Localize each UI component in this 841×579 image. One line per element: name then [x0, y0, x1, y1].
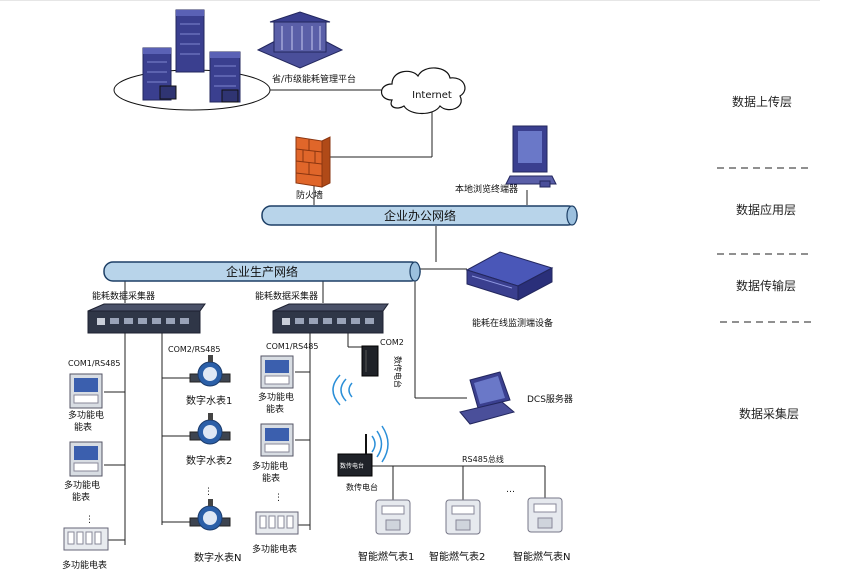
government-building-icon	[256, 11, 344, 69]
connection-lines	[104, 89, 546, 545]
water-meter-icon-1	[189, 355, 231, 387]
gas-meter-icon-2	[445, 499, 481, 535]
power-meter-icon-5	[260, 423, 294, 457]
water-meter-icon-2	[189, 413, 231, 445]
radio-vertical-label: 数传电台	[393, 356, 403, 388]
rs485-bus-label: RS485总线	[462, 454, 504, 464]
layer-collection-label: 数据采集层	[739, 406, 799, 421]
wireless-signal-icon-2	[371, 425, 389, 463]
layer-application-label: 数据应用层	[736, 202, 796, 217]
platform-label: 省/市级能耗管理平台	[272, 73, 356, 85]
production-network-label: 企业生产网络	[226, 264, 298, 279]
gas-n-label: 智能燃气表N	[513, 550, 570, 563]
dcs-server-label: DCS服务器	[527, 393, 573, 405]
data-collector-icon-right	[272, 303, 389, 334]
meter-multi-2-line2: 能表	[72, 491, 90, 503]
meter-multi-4-line2: 能表	[266, 403, 284, 415]
internet-cloud-icon	[380, 67, 466, 115]
gas-meter-icon-1	[375, 499, 411, 535]
com-rs485-label-a: COM1/RS485	[68, 359, 120, 368]
power-meter-icon-6	[255, 511, 299, 535]
layer-upload-label: 数据上传层	[732, 94, 792, 109]
ellipsis-right: ⋮	[274, 493, 283, 503]
com2-label: COM2	[380, 338, 404, 347]
water-2-label: 数字水表2	[186, 454, 232, 467]
ellipsis-water: ⋮	[204, 487, 213, 497]
data-collector-icon-left	[87, 303, 206, 334]
com-rs485-label-b: COM2/RS485	[168, 345, 220, 354]
meter-multi-1-line2: 能表	[74, 421, 92, 433]
wireless-signal-icon-1	[332, 374, 353, 406]
gas-1-label: 智能燃气表1	[358, 550, 414, 563]
meter-multi-6-label: 多功能电表	[252, 543, 297, 555]
radio-box-text: 数传电台	[340, 462, 364, 470]
radio-label: 数传电台	[346, 482, 378, 492]
ellipsis-gas: …	[506, 485, 515, 495]
firewall-icon	[295, 136, 331, 188]
dcs-computer-icon	[459, 371, 516, 425]
local-terminal-label: 本地浏览终端器	[455, 183, 518, 195]
internet-label: Internet	[412, 90, 452, 101]
radio-transmitter-icon-box	[337, 434, 373, 477]
power-meter-icon-1	[69, 373, 103, 409]
computer-terminal-icon	[505, 125, 557, 188]
meter-multi-3-label: 多功能电表	[62, 559, 107, 571]
office-network-pipe	[261, 205, 578, 226]
collector-left-label: 能耗数据采集器	[92, 290, 155, 302]
com-rs485-label-c: COM1/RS485	[266, 342, 318, 351]
water-meter-icon-n	[189, 499, 231, 531]
power-meter-icon-3	[63, 527, 109, 551]
gas-2-label: 智能燃气表2	[429, 550, 485, 563]
power-meter-icon-2	[69, 441, 103, 477]
production-network-pipe	[103, 261, 421, 282]
server-cluster-icon	[113, 9, 271, 111]
collector-right-label: 能耗数据采集器	[255, 290, 318, 302]
office-network-label: 企业办公网络	[384, 208, 456, 223]
layer-transport-label: 数据传输层	[736, 278, 796, 293]
ellipsis-left: ⋮	[85, 515, 94, 525]
meter-multi-4-line1: 多功能电	[258, 391, 294, 403]
water-n-label: 数字水表N	[194, 551, 241, 564]
rack-device-icon	[465, 251, 554, 301]
firewall-label: 防火墙	[296, 189, 323, 201]
water-1-label: 数字水表1	[186, 394, 232, 407]
meter-multi-5-line2: 能表	[262, 472, 280, 484]
radio-transmitter-icon-vertical	[361, 345, 379, 377]
meter-multi-1-line1: 多功能电	[68, 409, 104, 421]
power-meter-icon-4	[260, 355, 294, 389]
meter-multi-5-line1: 多功能电	[252, 460, 288, 472]
gas-meter-icon-n	[527, 497, 563, 533]
monitor-device-label: 能耗在线监测端设备	[472, 317, 553, 329]
meter-multi-2-line1: 多功能电	[64, 479, 100, 491]
